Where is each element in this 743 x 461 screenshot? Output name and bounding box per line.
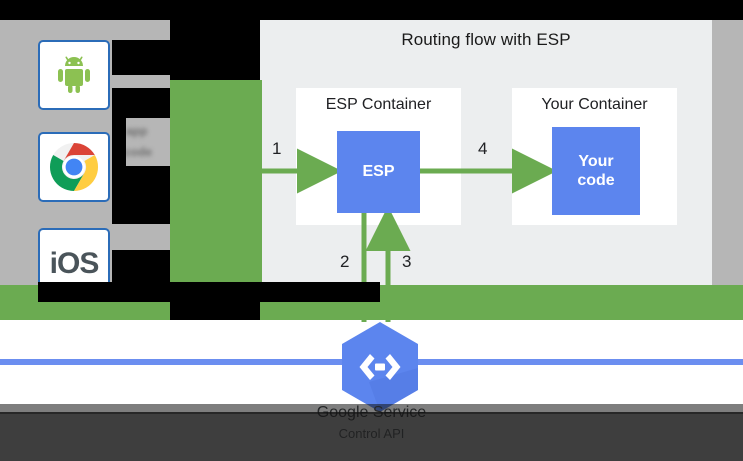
android-client-card <box>38 40 110 110</box>
esp-container-label: ESP Container <box>325 96 432 113</box>
esp-box: ESP <box>337 131 420 213</box>
loading-placeholder-bar-e <box>112 250 170 285</box>
loading-placeholder-bar-g <box>170 282 260 320</box>
step-number-4: 4 <box>478 139 488 158</box>
loading-placeholder-bar-d <box>112 196 170 224</box>
ios-label: iOS <box>49 247 100 280</box>
step-number-1: 1 <box>272 139 282 158</box>
dark-overlay-bottom <box>0 412 743 461</box>
android-icon <box>58 56 90 93</box>
loading-placeholder-bar-top <box>0 0 743 20</box>
dark-overlay-upper <box>0 404 743 414</box>
chrome-icon <box>49 143 99 191</box>
your-code-line-2: code <box>577 172 615 189</box>
esp-box-label: ESP <box>362 163 395 181</box>
cloud-endpoints-hexagon-icon <box>338 320 422 414</box>
loading-placeholder-bar-b <box>112 88 170 118</box>
loading-placeholder-bar-h <box>38 282 170 302</box>
obscured-label-2: code <box>124 145 153 159</box>
loading-placeholder-bar-i <box>260 282 380 302</box>
obscured-label-1: app <box>126 124 148 138</box>
right-gray-background <box>712 20 743 285</box>
your-code-line-1: Your <box>578 152 614 170</box>
step-number-3: 3 <box>402 252 412 271</box>
loading-placeholder-bar-c <box>112 166 170 196</box>
chrome-client-card <box>38 132 110 202</box>
green-block-left <box>170 80 262 282</box>
loading-placeholder-bar-a <box>112 40 260 75</box>
your-code-box: Your code <box>552 127 640 215</box>
loading-placeholder-bar-k <box>112 118 126 166</box>
step-number-2: 2 <box>340 252 350 271</box>
your-container-label: Your Container <box>541 96 648 113</box>
page-title: Routing flow with ESP <box>401 30 571 49</box>
